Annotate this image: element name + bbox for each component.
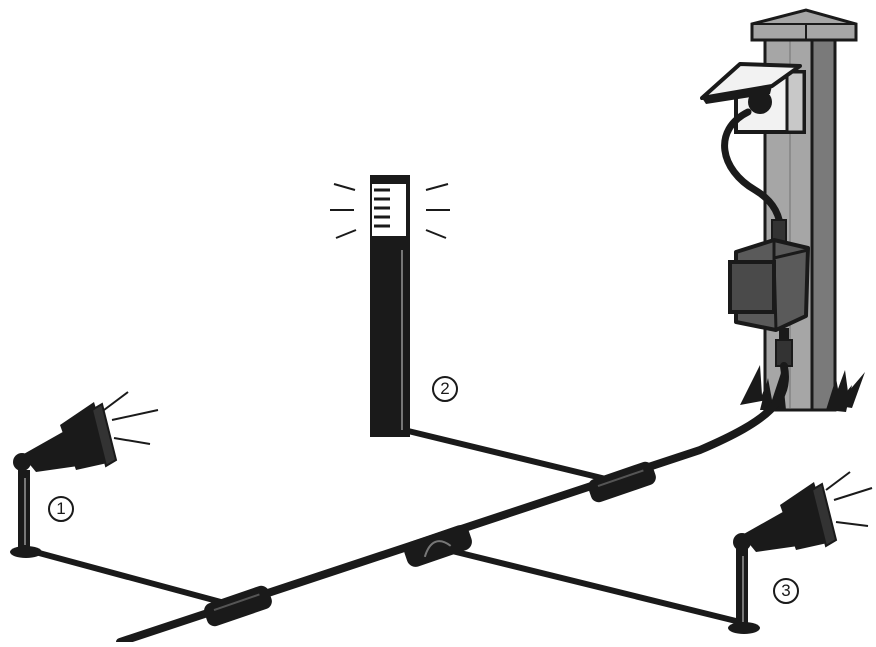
cable-connector-icon (204, 585, 272, 627)
transformer-icon (728, 238, 810, 332)
bollard-light-2-label: 2 (432, 376, 458, 402)
main-cable (116, 362, 789, 646)
outdoor-socket-icon (700, 62, 806, 134)
spot-light-1-label: 1 (48, 496, 74, 522)
cable-connector-icon (404, 525, 472, 567)
spot-light-3-label: 3 (773, 578, 799, 604)
spot-light-icon (728, 471, 873, 634)
spot-light-icon (10, 391, 159, 558)
branch-cable-spot-1 (27, 547, 233, 608)
branch-cable-spot-3 (439, 545, 741, 625)
bollard-light-icon (330, 175, 450, 437)
cable-connector-icon (588, 461, 656, 503)
branch-cable-bollard (403, 427, 611, 483)
